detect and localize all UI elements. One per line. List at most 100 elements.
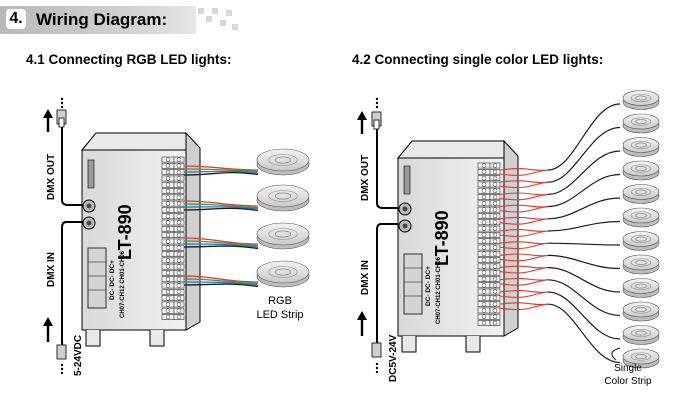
- led-reel-icon: [622, 160, 660, 181]
- terminal-screw: [481, 301, 487, 307]
- terminal-screw: [481, 314, 487, 319]
- terminal-screw: [165, 226, 171, 232]
- terminal-screw: [176, 220, 182, 225]
- terminal-screw: [481, 163, 487, 168]
- single-color-wiring-diagram: DMX OUT DMX IN DC5V-24V LT-890 DC-: [357, 90, 660, 387]
- rgb-wire: [183, 168, 259, 173]
- terminal-screw: [176, 302, 182, 307]
- led-reel-icon: [256, 222, 310, 250]
- terminal-screw: [165, 264, 171, 269]
- channels-label: CH07-CH12 CH01-CH06: [120, 250, 126, 318]
- terminal-screw: [176, 245, 182, 250]
- rgb-led-reels: [256, 148, 310, 288]
- terminal-screw: [481, 283, 487, 288]
- led-reel-icon: [622, 301, 660, 322]
- dmx-out-arrow-icon: [43, 97, 64, 132]
- channels-label: CH07-CH12 CH01-CH06: [436, 256, 442, 324]
- dmx-in-label: DMX IN: [360, 260, 371, 295]
- terminal-screw: [481, 270, 487, 275]
- led-reel-icon: [622, 254, 660, 275]
- rgb-wire: [183, 200, 259, 207]
- terminal-screw: [165, 308, 171, 313]
- channel-wire: [547, 303, 621, 364]
- terminal-screw: [165, 277, 171, 282]
- channel-wire: [499, 230, 549, 237]
- led-reel-icon: [622, 207, 660, 228]
- rgb-wire: [183, 275, 259, 283]
- terminal-screw: [481, 245, 487, 250]
- terminal-screw: [492, 194, 498, 200]
- single-strip-label-line1: Single: [614, 363, 642, 374]
- dmx-out-label: DMX OUT: [360, 155, 371, 201]
- channel-wire: [547, 173, 621, 208]
- rgb-wiring-diagram: DMX OUT DMX IN 5-24VDC: [43, 97, 310, 376]
- rgb-wire: [183, 281, 259, 286]
- dmx-out-cable: [371, 111, 398, 209]
- rgb-wire: [183, 278, 259, 285]
- terminal-screw: [176, 283, 182, 288]
- led-reel-icon: [622, 231, 660, 251]
- terminal-screw: [165, 207, 171, 213]
- terminal-screw: [492, 295, 498, 301]
- output-terminals: [161, 156, 185, 320]
- terminal-screw: [481, 169, 487, 175]
- terminal-screw: [481, 289, 487, 294]
- terminal-screw: [481, 295, 487, 301]
- rgb-wire: [183, 240, 259, 247]
- terminal-screw: [165, 270, 171, 276]
- terminal-screw: [481, 264, 487, 269]
- led-reel-icon: [622, 184, 660, 204]
- led-reel-icon: [622, 325, 660, 345]
- terminal-screw: [492, 308, 498, 313]
- led-reel-icon: [622, 137, 660, 157]
- terminal-screw: [481, 232, 487, 238]
- rgb-wire: [183, 206, 259, 210]
- strip-pointer: [611, 347, 621, 361]
- terminal-screw: [492, 320, 498, 326]
- terminal-screw: [492, 226, 498, 231]
- model-label: LT-890: [432, 210, 452, 266]
- terminal-label: DC- DC- DC+: [109, 260, 116, 300]
- terminal-screw: [176, 176, 182, 181]
- terminal-screw: [165, 295, 171, 301]
- output-terminals: [477, 162, 501, 326]
- terminal-screw: [176, 207, 182, 213]
- rgb-wire: [183, 203, 259, 209]
- channel-wire: [499, 267, 549, 274]
- terminal-screw: [176, 201, 182, 206]
- terminal-screw: [165, 182, 171, 187]
- rgb-wire: [183, 237, 259, 245]
- terminal-screw: [481, 201, 487, 206]
- terminal-screw: [492, 314, 498, 319]
- channel-wire: [547, 150, 621, 195]
- terminal-screw: [176, 195, 182, 200]
- led-reel-icon: [622, 348, 660, 369]
- terminal-screw: [165, 188, 171, 194]
- terminal-screw: [492, 232, 498, 238]
- dmx-in-cable: [56, 221, 82, 375]
- terminal-screw: [481, 238, 487, 244]
- terminal-screw: [481, 220, 487, 225]
- rgb-wire: [183, 165, 259, 171]
- terminal-screw: [165, 314, 171, 320]
- rgb-strip-label-line2: LED Strip: [256, 309, 303, 321]
- terminal-screw: [165, 232, 171, 238]
- terminal-screw: [176, 258, 182, 263]
- terminal-screw: [176, 251, 182, 257]
- terminal-screw: [492, 270, 498, 275]
- subsection-title-single: 4.2 Connecting single color LED lights:: [352, 52, 604, 67]
- channel-wire: [499, 193, 549, 201]
- channel-wire: [547, 220, 621, 232]
- power-arrow-icon: [357, 311, 367, 336]
- terminal-screw: [165, 163, 171, 169]
- terminal-screw: [176, 188, 182, 194]
- subsection-title-rgb: 4.1 Connecting RGB LED lights:: [26, 52, 232, 67]
- terminal-screw: [492, 213, 498, 219]
- channel-wire: [499, 279, 549, 286]
- terminal-screw: [176, 270, 182, 276]
- channel-wire: [499, 291, 549, 298]
- terminal-screw: [492, 245, 498, 250]
- led-reel-icon: [256, 260, 310, 288]
- section-title: Wiring Diagram:: [36, 10, 168, 29]
- terminal-screw: [165, 220, 171, 225]
